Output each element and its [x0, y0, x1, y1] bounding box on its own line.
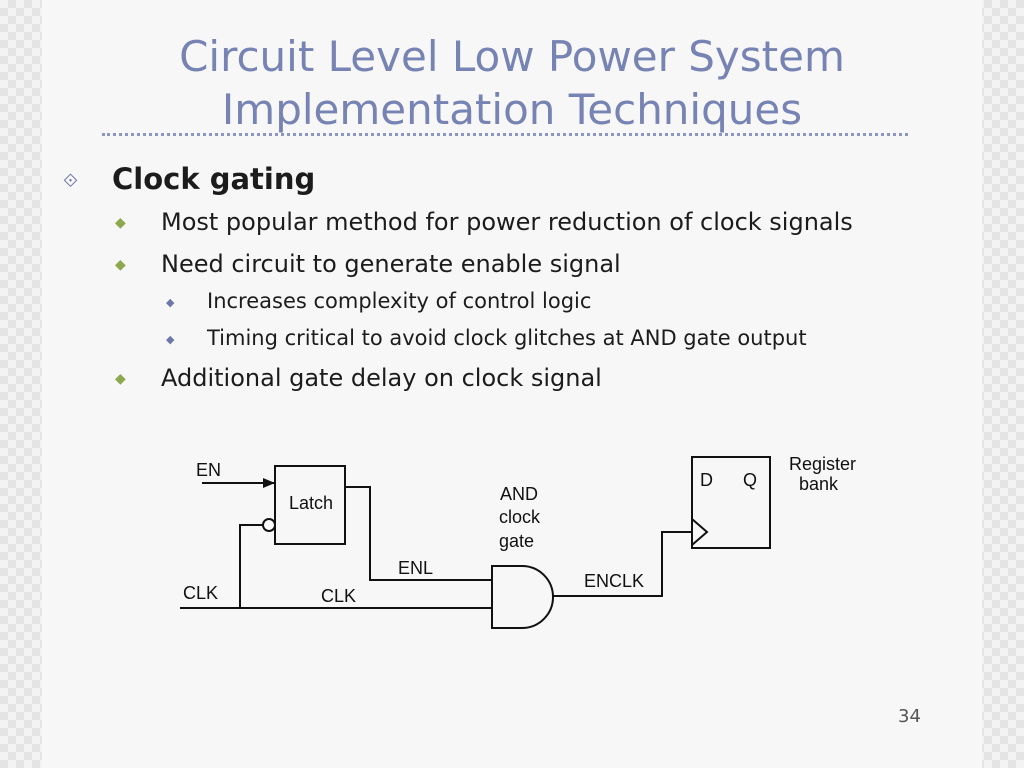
- latch-box: [274, 465, 346, 545]
- clock-input-triangle: [691, 518, 709, 546]
- bullet-timing: Timing critical to avoid clock glitches …: [207, 326, 807, 350]
- slide-title: Circuit Level Low Power System Implement…: [42, 30, 982, 136]
- label-and: AND: [500, 484, 538, 504]
- small-diamond-icon: ◆: [166, 333, 175, 346]
- page-number: 34: [898, 706, 921, 727]
- bullet-popular-method: Most popular method for power reduction …: [161, 208, 853, 236]
- inverter-bubble: [262, 518, 276, 532]
- small-diamond-icon: ◆: [166, 296, 175, 309]
- label-d: D: [700, 470, 713, 490]
- title-line-1: Circuit Level Low Power System: [179, 32, 845, 81]
- filled-diamond-icon: ◆: [115, 257, 126, 273]
- hollow-diamond-icon: ⟐: [63, 170, 78, 192]
- label-clk-left: CLK: [183, 583, 218, 603]
- bullet-clock-gating: Clock gating: [112, 162, 316, 196]
- label-en: EN: [196, 460, 221, 480]
- filled-diamond-icon: ◆: [115, 215, 126, 231]
- and-gate: [491, 565, 554, 629]
- label-latch: Latch: [289, 493, 333, 513]
- label-clock: clock: [499, 507, 541, 527]
- label-enclk: ENCLK: [584, 571, 644, 591]
- label-bank: bank: [799, 474, 839, 494]
- label-enl: ENL: [398, 558, 433, 578]
- register-box: [691, 456, 771, 549]
- title-line-2: Implementation Techniques: [221, 85, 803, 134]
- filled-diamond-icon: ◆: [115, 371, 126, 387]
- bullet-gate-delay: Additional gate delay on clock signal: [161, 364, 602, 392]
- label-q: Q: [743, 470, 757, 490]
- enl-wire: [345, 486, 492, 581]
- label-gate: gate: [499, 531, 534, 551]
- enclk-wire: [553, 531, 692, 597]
- bullet-complexity: Increases complexity of control logic: [207, 289, 592, 313]
- slide: Circuit Level Low Power System Implement…: [42, 0, 982, 768]
- bullet-need-circuit: Need circuit to generate enable signal: [161, 250, 621, 278]
- label-register: Register: [789, 454, 856, 474]
- title-divider: [102, 133, 908, 136]
- label-clk-mid: CLK: [321, 586, 356, 606]
- clk-latch-wire: [239, 524, 263, 608]
